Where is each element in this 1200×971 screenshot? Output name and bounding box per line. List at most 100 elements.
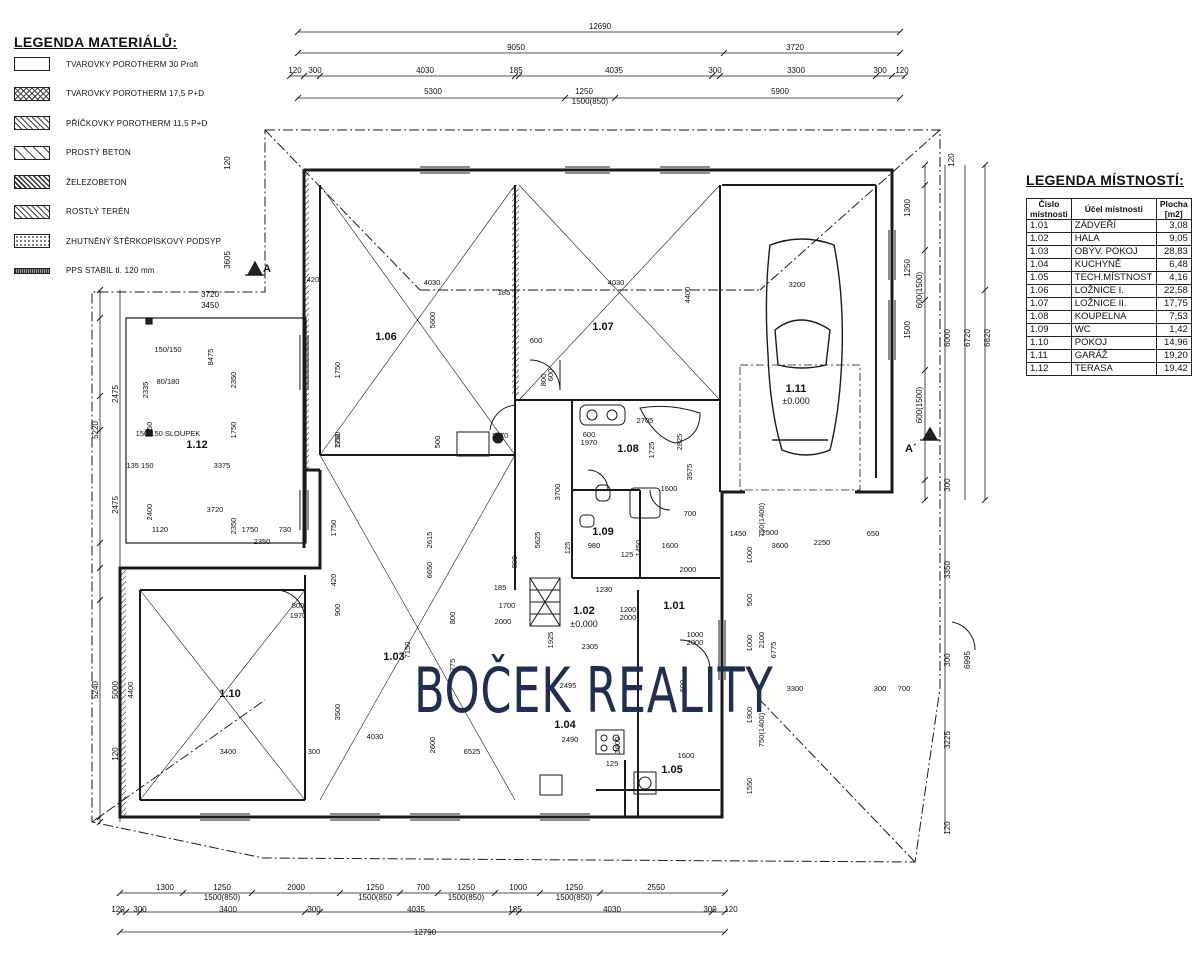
dimension-label: 300 — [133, 905, 147, 914]
dimension-label: 120 — [943, 821, 952, 835]
dimension-label: 125 — [621, 550, 634, 559]
room-purpose: WC — [1070, 323, 1157, 337]
room-label: 1.02 — [573, 605, 594, 617]
room-area: 22,58 — [1155, 284, 1192, 298]
header-room-area: Plocha [m2] — [1155, 198, 1192, 220]
dimension-label: 3350 — [943, 561, 952, 579]
roof-outline — [91, 129, 941, 863]
dimension-label: 5625 — [533, 532, 542, 549]
dimension-label: 125 — [563, 542, 572, 555]
dimension-label: 9050 — [507, 43, 525, 52]
dimension-label: 4400 — [683, 287, 692, 304]
dimension-label: 3575 — [685, 464, 694, 481]
dimension-label: 1250 — [457, 883, 475, 892]
room-label: 1.07 — [592, 321, 613, 333]
watermark-logo: BOČEK REALITY — [414, 654, 774, 727]
room-label: 1.09 — [592, 526, 613, 538]
room-area: 4,16 — [1155, 271, 1192, 285]
header-room-number: Číslo místnosti — [1026, 198, 1072, 220]
dimension-label: 1300 — [903, 199, 912, 217]
dimension-label: 120 — [895, 66, 909, 75]
dimension-label: 600(1500) — [915, 271, 924, 308]
dimension-label: 120 — [223, 156, 232, 170]
dimension-label: 6775 — [769, 642, 778, 659]
dimension-label: 700 — [416, 883, 430, 892]
room-label: 1.06 — [375, 331, 396, 343]
material-swatch — [14, 145, 50, 160]
material-swatch — [14, 57, 50, 71]
material-legend-item: TVAROVKY POROTHERM 30 Profi — [14, 55, 198, 73]
room-area: 28,83 — [1155, 245, 1192, 259]
dimension-label: 1970 — [581, 438, 598, 447]
material-label: PROSTÝ BETON — [66, 148, 131, 157]
room-purpose: TERASA — [1070, 362, 1157, 376]
dimension-label: 1250 — [903, 259, 912, 277]
dimension-label: 700 — [898, 684, 911, 693]
dimension-label: 1500(850) — [204, 893, 241, 902]
dimension-label: 80/180 — [157, 377, 180, 386]
dimension-label: 600 — [546, 369, 555, 382]
dimension-label: 1450 — [730, 529, 747, 538]
dimension-label: 4030 — [424, 278, 441, 287]
dimension-label: 1725 — [647, 442, 656, 459]
dimension-label: 7150 — [403, 642, 412, 659]
dimension-label: 125 — [606, 759, 619, 768]
dimension-label: 2550 — [647, 883, 665, 892]
dimension-label: 2350 — [229, 518, 238, 535]
dimension-label: 1500(850) — [448, 893, 485, 902]
dimension-label: 300 — [874, 684, 887, 693]
dimension-label: 5000 — [111, 681, 120, 699]
section-mark-left-label: A — [263, 263, 271, 275]
room-purpose: KOUPELNA — [1070, 310, 1157, 324]
dimension-label: 2000 — [287, 883, 305, 892]
material-legend-item: PROSTÝ BETON — [14, 144, 131, 162]
room-number: 1.09 — [1026, 323, 1072, 337]
dimension-label: 500 — [433, 436, 442, 449]
dimension-label: 12690 — [589, 22, 612, 31]
dimension-label: 120 — [724, 905, 738, 914]
dimension-label: 1000 — [687, 630, 704, 639]
dimension-label: 5900 — [771, 87, 789, 96]
material-label: ZHUTNĚNÝ ŠTĚRKOPÍSKOVÝ PODSYP — [66, 236, 222, 246]
dimension-label: 300 — [308, 66, 322, 75]
dimension-label: 1970 — [492, 431, 509, 440]
room-area: 19,20 — [1155, 349, 1192, 363]
dimension-label: 120 — [111, 747, 120, 761]
room-purpose: POKOJ — [1070, 336, 1157, 350]
room-area: 1,42 — [1155, 323, 1192, 337]
dimension-label: 1230 — [596, 585, 613, 594]
dimension-label: 750(1400) — [757, 712, 766, 747]
dimension-ticks — [96, 28, 989, 936]
material-legend-title: LEGENDA MATERIÁLŮ: — [14, 34, 178, 50]
dimension-label: 2615 — [425, 532, 434, 549]
door-swings — [274, 359, 976, 671]
dimension-label: 600 — [530, 336, 543, 345]
dimension-label: 2500 — [762, 528, 779, 537]
room-area: 14,96 — [1155, 336, 1192, 350]
dimension-label: 6820 — [983, 329, 992, 347]
material-legend-item: ŽELEZOBETON — [14, 173, 127, 191]
dimension-label: 600 — [678, 680, 687, 693]
room-number: 1.02 — [1026, 232, 1072, 246]
room-area: 17,75 — [1155, 297, 1192, 311]
material-swatch — [14, 267, 50, 274]
dimension-label: 3500 — [333, 704, 342, 721]
material-swatch — [14, 116, 50, 130]
dimension-label: 2350 — [254, 537, 271, 546]
dimension-label: 1750 — [333, 362, 342, 379]
dimension-label: 2000 — [495, 617, 512, 626]
dimension-label: 1250 — [213, 883, 231, 892]
dimension-label: 900 — [333, 604, 342, 617]
room-number: 1.11 — [1026, 349, 1072, 363]
dimension-label: 300 — [308, 747, 321, 756]
dimension-label: 12790 — [414, 928, 437, 937]
dimension-label: 1000 — [509, 883, 527, 892]
dimension-label: 1700 — [499, 601, 516, 610]
dimension-label: 300 — [703, 905, 717, 914]
